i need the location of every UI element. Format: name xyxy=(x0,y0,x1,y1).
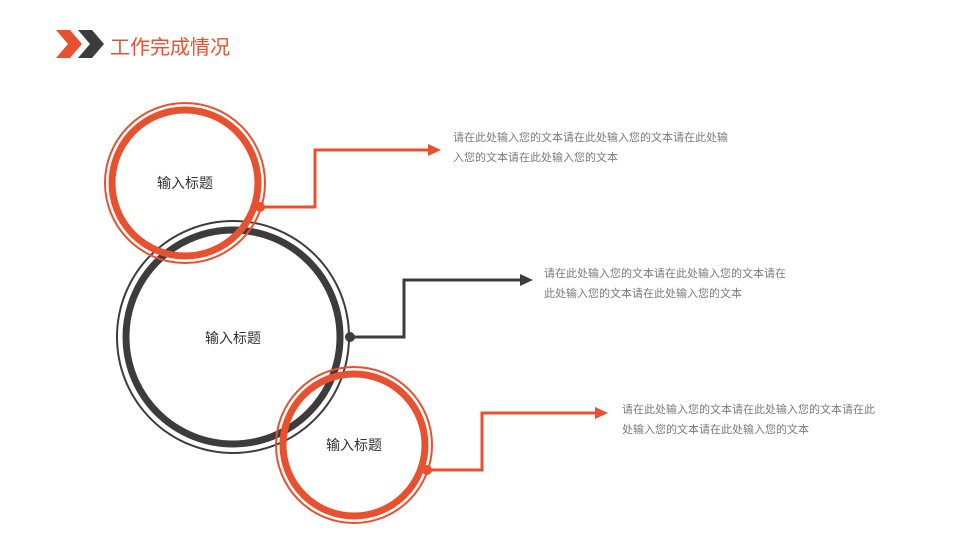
description-line: 入您的文本请在此处输入您的文本 xyxy=(453,151,618,164)
connector-middle xyxy=(345,274,533,342)
description-line: 请在此处输入您的文本请在此处输入您的文本请在此处输 xyxy=(453,131,728,144)
circle-bottom-label: 输入标题 xyxy=(326,438,382,454)
connector-bottom xyxy=(422,407,608,475)
circle-top-label: 输入标题 xyxy=(157,176,213,192)
circle-middle-label: 输入标题 xyxy=(205,331,261,347)
description-line: 此处输入您的文本请在此处输入您的文本 xyxy=(544,287,742,300)
page-title: 工作完成情况 xyxy=(110,35,230,59)
description-line: 处输入您的文本请在此处输入您的文本 xyxy=(622,423,809,436)
arrow-right-icon xyxy=(520,274,533,286)
circle-top xyxy=(104,102,266,264)
description-line: 请在此处输入您的文本请在此处输入您的文本请在此 xyxy=(622,403,875,416)
double-chevron-icon xyxy=(56,30,104,58)
arrow-right-icon xyxy=(428,144,441,156)
description-middle: 请在此处输入您的文本请在此处输入您的文本请在 此处输入您的文本请在此处输入您的文… xyxy=(544,264,786,304)
connector-top xyxy=(255,144,441,212)
circle-bottom xyxy=(275,366,433,524)
arrow-right-icon xyxy=(595,407,608,419)
description-top: 请在此处输入您的文本请在此处输入您的文本请在此处输 入您的文本请在此处输入您的文… xyxy=(453,128,728,168)
description-bottom: 请在此处输入您的文本请在此处输入您的文本请在此 处输入您的文本请在此处输入您的文… xyxy=(622,400,875,440)
description-line: 请在此处输入您的文本请在此处输入您的文本请在 xyxy=(544,267,786,280)
